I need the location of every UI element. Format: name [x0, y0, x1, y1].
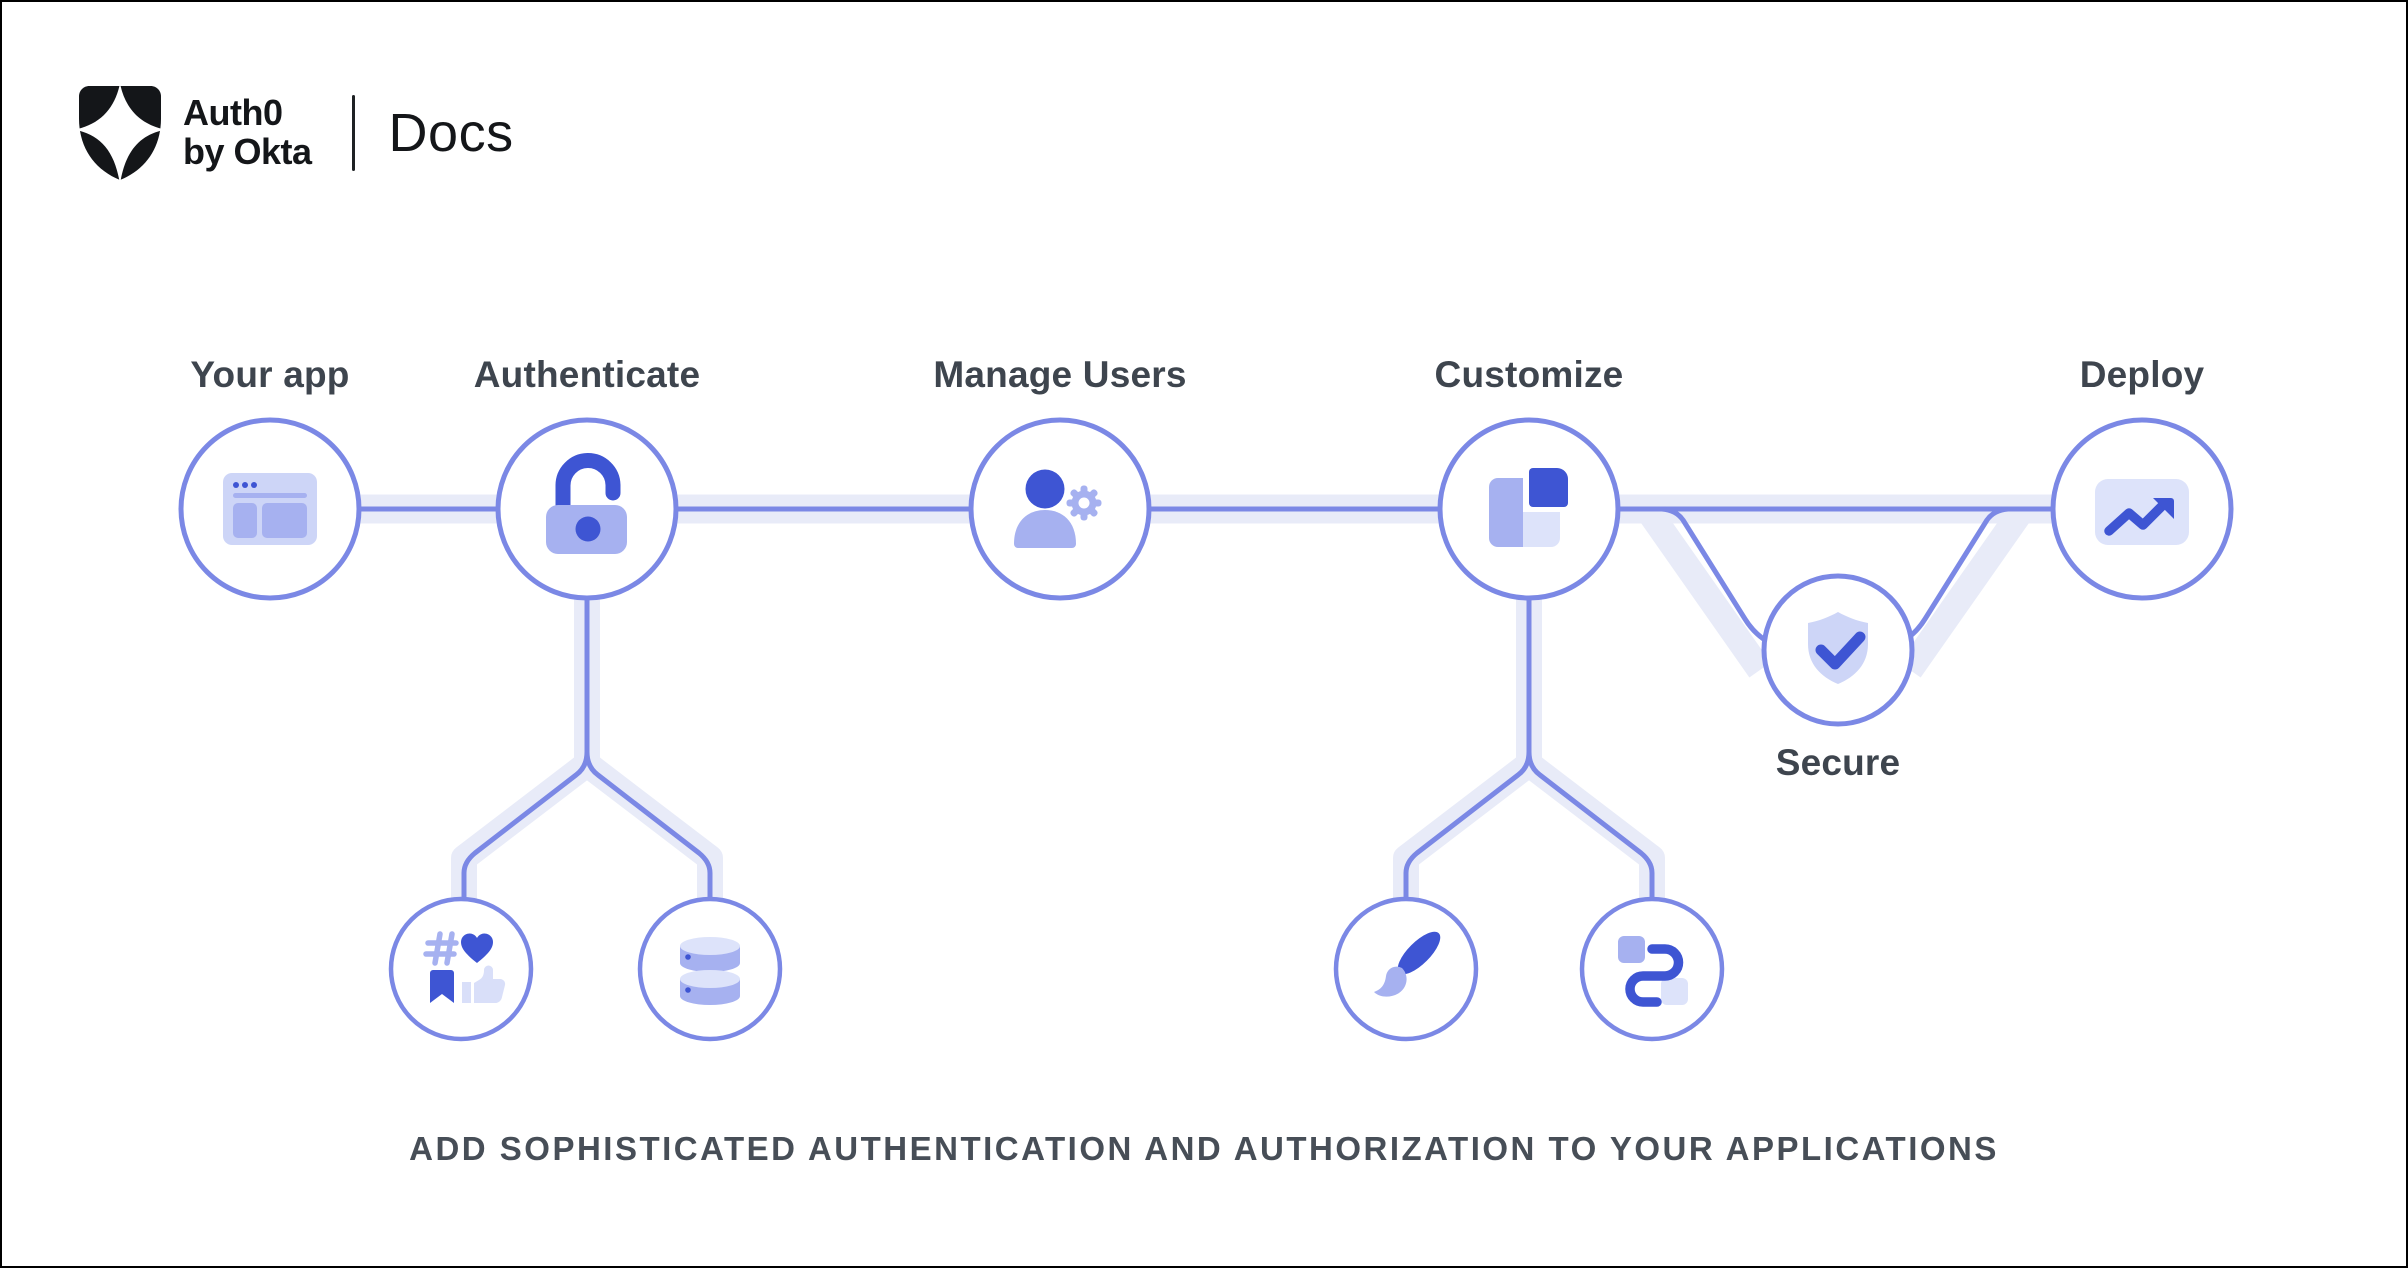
user-gear-icon [1014, 469, 1102, 548]
node-label-secure: Secure [1775, 742, 1901, 783]
thumbs-up-icon [462, 965, 506, 1004]
node-label-authenticate: Authenticate [473, 354, 701, 395]
paintbrush-icon [1374, 931, 1441, 997]
social-engagement-icon [423, 931, 506, 1004]
heart-icon [461, 933, 493, 963]
node-label-manage-users: Manage Users [933, 354, 1187, 395]
node-circle-workflow [1579, 896, 1725, 1042]
wire-authenticate-branch-right [584, 746, 713, 901]
node-circle-social [388, 896, 534, 1042]
wire-customize-branch-right [1526, 746, 1655, 901]
product-name[interactable]: Docs [388, 103, 514, 163]
diagram-caption: ADD SOPHISTICATED AUTHENTICATION AND AUT… [409, 1130, 1999, 1167]
database-icon [680, 937, 740, 1005]
node-circle-customize [1437, 417, 1621, 601]
browser-window-icon [223, 473, 317, 545]
gear-icon [1066, 485, 1102, 521]
trending-up-icon [2095, 479, 2189, 545]
node-circle-manage-users [968, 417, 1152, 601]
brand-header: Auth0 by Okta Docs [79, 86, 514, 180]
header-divider [351, 95, 355, 171]
brand-wordmark: Auth0 by Okta [183, 92, 312, 172]
layout-blocks-icon [1489, 468, 1568, 547]
brand-name: Auth0 [183, 92, 283, 134]
node-label-customize: Customize [1434, 354, 1624, 395]
auth0-logo[interactable]: Auth0 by Okta [79, 86, 312, 180]
bookmark-icon [430, 970, 454, 1003]
auth0-shield-icon [79, 86, 161, 180]
brand-byline: by Okta [183, 131, 312, 172]
wire-customize-secure [1661, 506, 1772, 646]
connector-wires [359, 506, 2055, 901]
node-label-deploy: Deploy [2079, 354, 2205, 395]
workflow-icon [1618, 936, 1688, 1007]
open-padlock-icon [546, 453, 627, 554]
shield-check-icon [1808, 612, 1868, 684]
node-label-your-app: Your app [190, 354, 350, 395]
